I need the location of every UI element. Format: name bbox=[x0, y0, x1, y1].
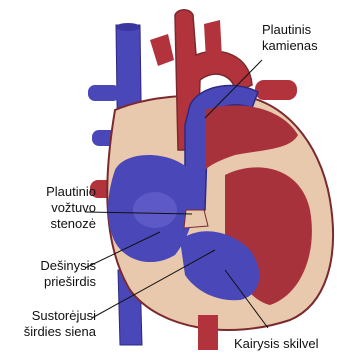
right-atrium-highlight bbox=[133, 192, 177, 228]
aorta-branch-2 bbox=[204, 20, 222, 60]
label-thickened-wall: Sustorėjusi širdies siena bbox=[2, 308, 96, 340]
label-valve-stenosis: Plautinio vožtuvo stenozė bbox=[24, 184, 96, 232]
descending-aorta bbox=[198, 315, 218, 350]
aorta-branch-1 bbox=[150, 34, 174, 66]
pulmonary-valve bbox=[184, 210, 208, 228]
label-right-atrium: Dešinysis prieširdis bbox=[20, 258, 96, 290]
pulmonary-vein-left-top bbox=[88, 85, 120, 101]
vena-cava-opening bbox=[116, 23, 140, 31]
label-left-ventricle: Kairysis skilvel bbox=[234, 336, 319, 352]
pulmonary-vein-right bbox=[255, 80, 297, 100]
label-pulmonary-trunk: Plautinis kamienas bbox=[262, 22, 318, 54]
